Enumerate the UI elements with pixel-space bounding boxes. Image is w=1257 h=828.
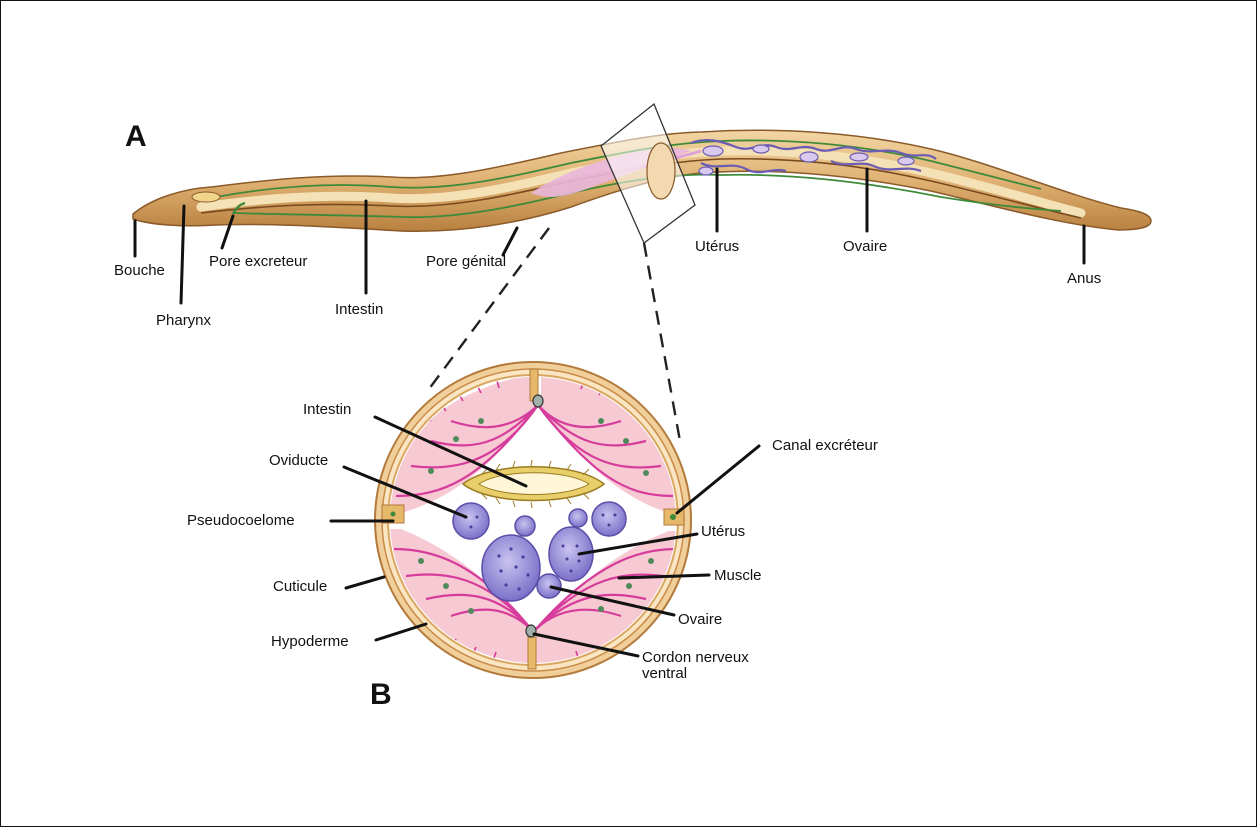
label-pore-genital: Pore génital — [426, 253, 506, 270]
label-bouche: Bouche — [114, 262, 165, 279]
label-cordon-nerveux: Cordon nerveux — [642, 649, 749, 666]
label-intestin-a: Intestin — [335, 301, 383, 318]
label-pore-excreteur: Pore excreteur — [209, 253, 307, 270]
label-oviducte: Oviducte — [269, 452, 328, 469]
panel-label-a: A — [125, 120, 147, 153]
label-ovaire-a: Ovaire — [843, 238, 887, 255]
label-uterus-a: Utérus — [695, 238, 739, 255]
label-pharynx: Pharynx — [156, 312, 212, 329]
label-ventral: ventral — [642, 665, 687, 682]
label-cuticule: Cuticule — [273, 578, 327, 595]
cross-section — [375, 362, 691, 678]
label-canal-excreteur: Canal excréteur — [772, 437, 878, 454]
label-intestin-b: Intestin — [303, 401, 351, 418]
label-muscle: Muscle — [714, 567, 762, 584]
label-ovaire-b: Ovaire — [678, 611, 722, 628]
label-anus: Anus — [1067, 270, 1101, 287]
panel-label-b: B — [370, 678, 392, 711]
label-uterus-b: Utérus — [701, 523, 745, 540]
section-plane-frame — [601, 104, 695, 243]
label-pseudocoelome: Pseudocoelome — [187, 512, 295, 529]
label-hypoderme: Hypoderme — [271, 633, 349, 650]
